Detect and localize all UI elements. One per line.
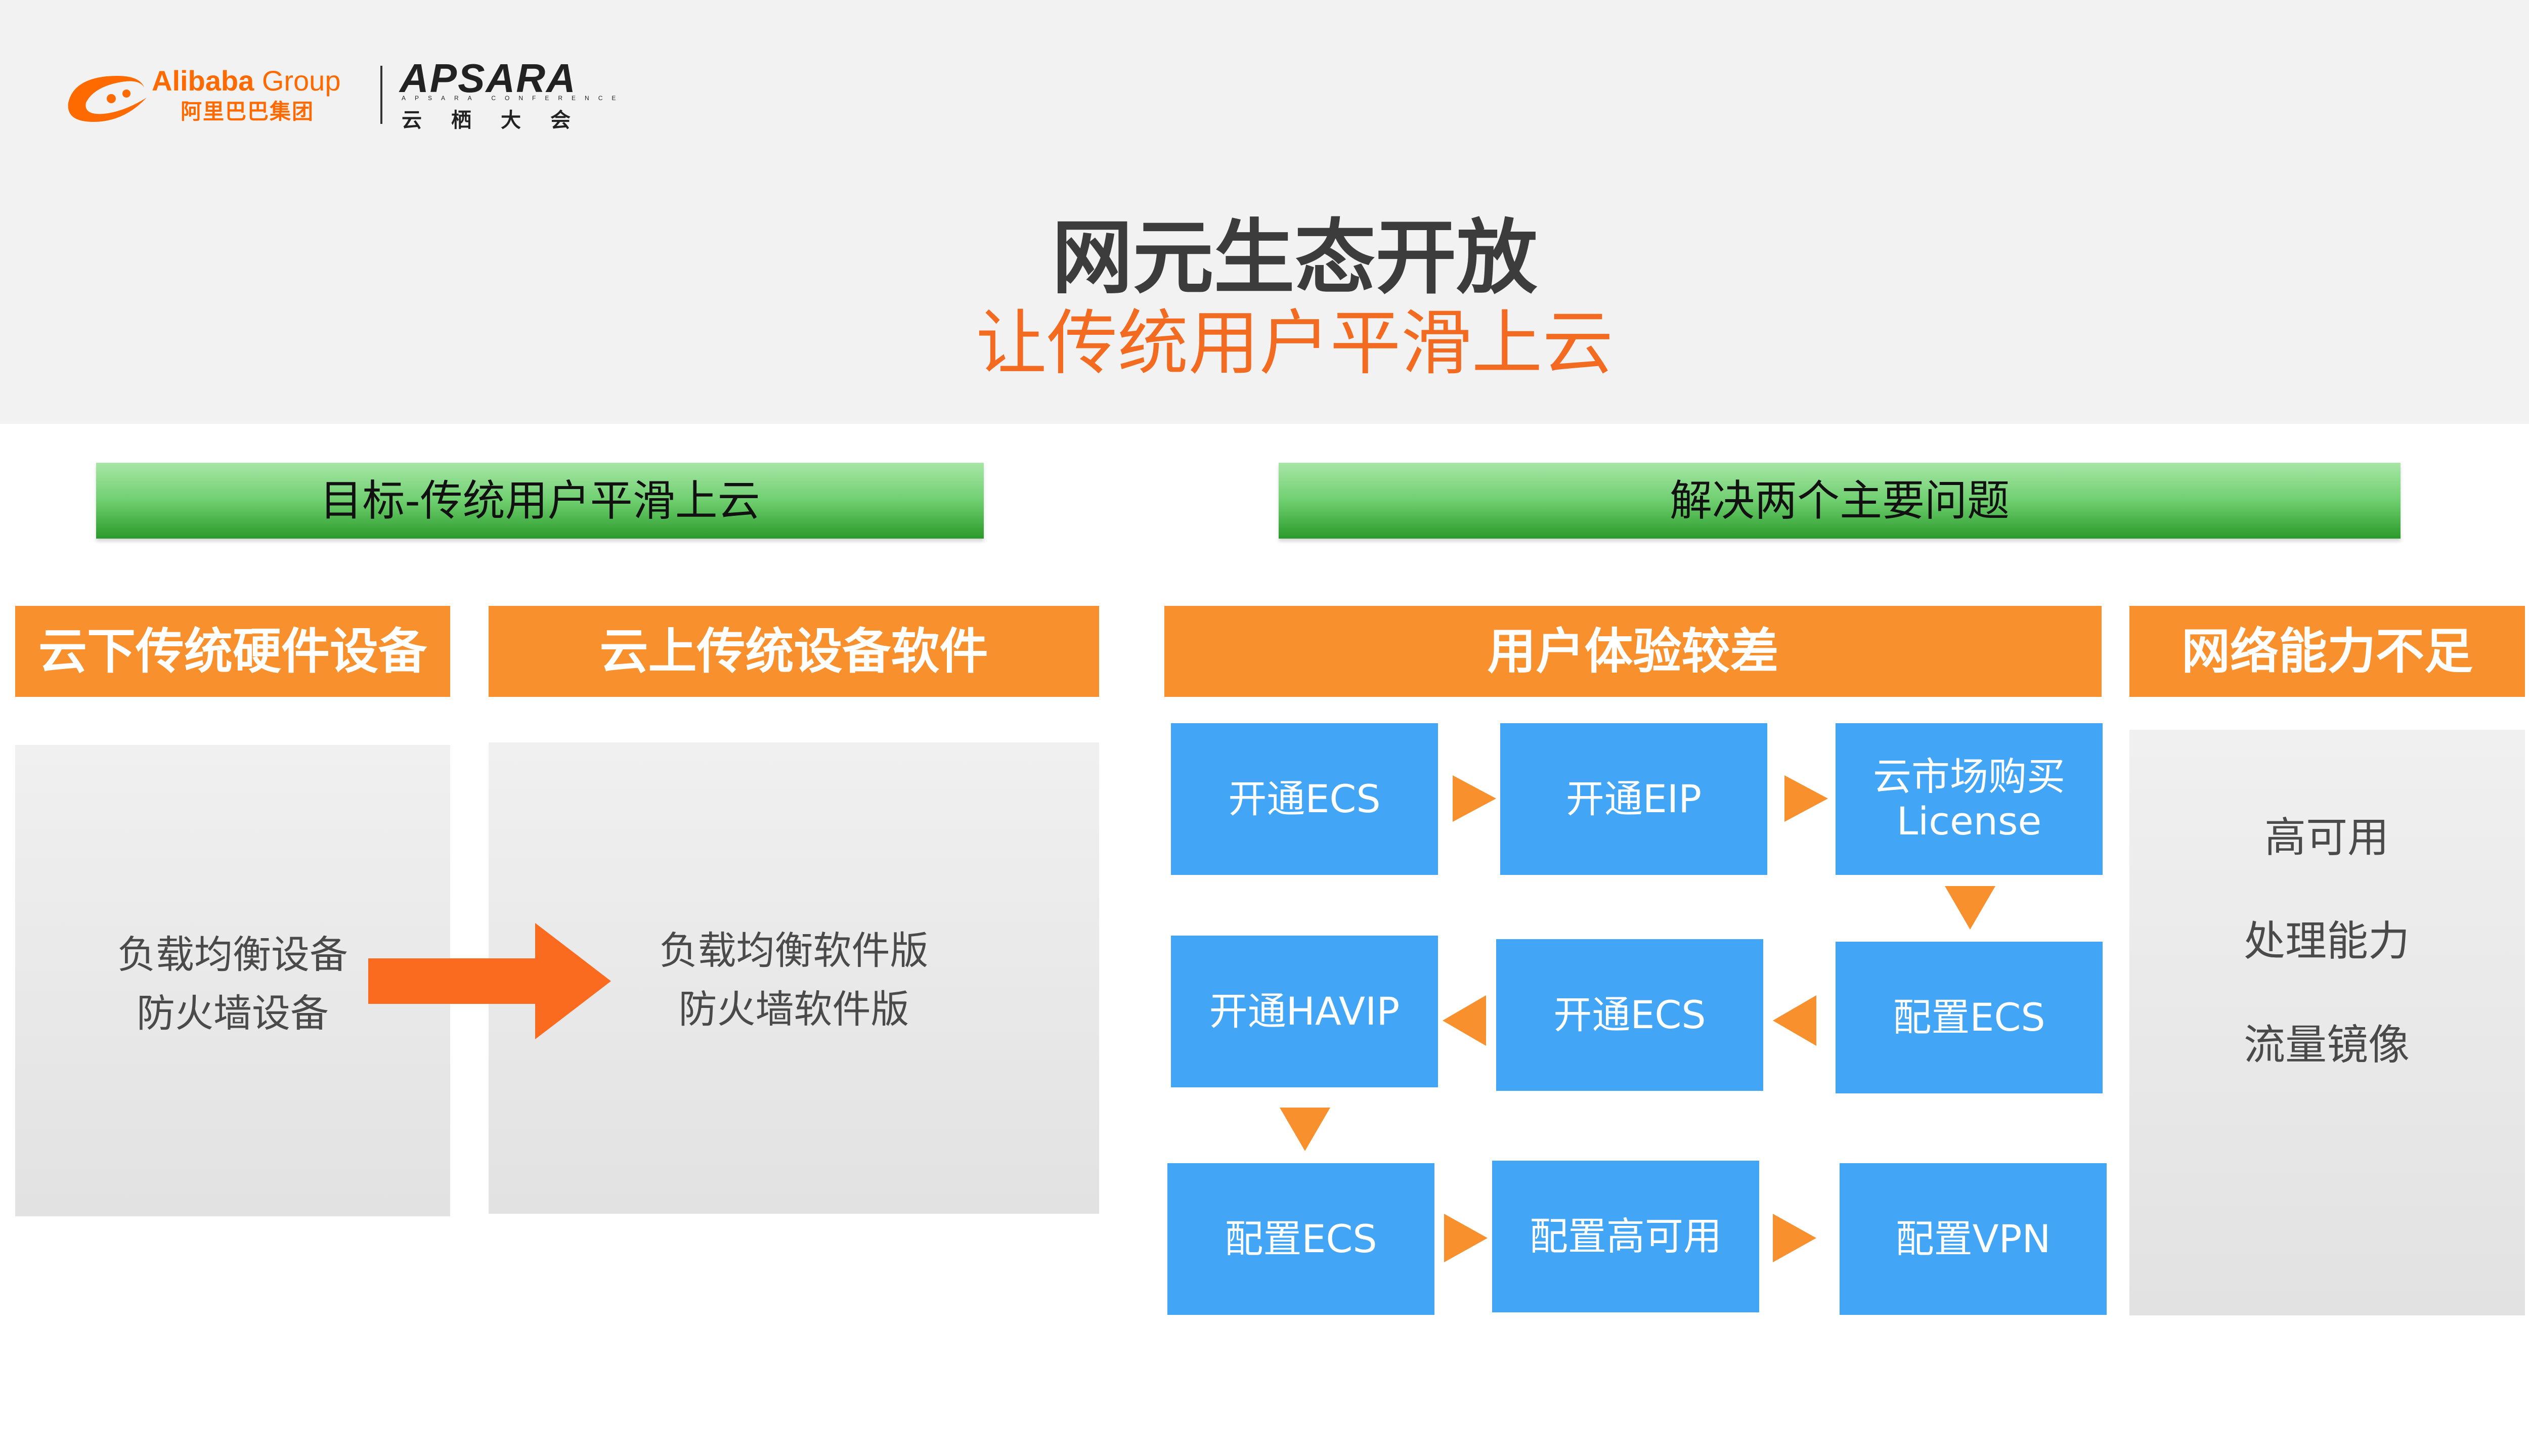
network-item-ha: 高可用 — [2264, 814, 2389, 862]
step-config-ecs-2: 配置ECS — [1167, 1163, 1434, 1315]
oncloud-software-header: 云上传统设备软件 — [489, 606, 1099, 697]
network-capability-box — [2129, 730, 2525, 1315]
arrow-left-icon — [1443, 995, 1486, 1046]
step-config-ha: 配置高可用 — [1492, 1161, 1759, 1312]
network-item-processing: 处理能力 — [2243, 917, 2410, 965]
arrow-down-icon — [1945, 886, 1995, 930]
arrow-right-icon — [1453, 775, 1496, 822]
step-buy-license-line-1: 云市场购买 — [1873, 754, 2065, 799]
apsara-cn-text: 云栖大会 — [402, 109, 600, 132]
offcloud-hardware-header: 云下传统硬件设备 — [15, 606, 450, 697]
user-experience-header: 用户体验较差 — [1164, 606, 2102, 697]
arrow-right-icon — [1784, 775, 1828, 822]
step-config-vpn: 配置VPN — [1840, 1163, 2107, 1315]
alibaba-group-logo: Alibaba Group 阿里巴巴集团 — [63, 63, 367, 129]
step-buy-license: 云市场购买 License — [1836, 723, 2103, 875]
page-subtitle: 让传统用户平滑上云 — [976, 302, 1614, 385]
hardware-line-2: 防火墙设备 — [137, 991, 329, 1036]
hardware-line-1: 负载均衡设备 — [117, 932, 348, 977]
step-config-ha-label: 配置高可用 — [1530, 1214, 1722, 1259]
step-buy-license-line-2: License — [1896, 799, 2042, 844]
apsara-logo: APSARA APSARA CONFERENCE 云栖大会 — [400, 56, 616, 134]
arrow-down-icon — [1280, 1108, 1330, 1151]
step-config-ecs-2-label: 配置ECS — [1225, 1216, 1377, 1261]
step-open-ecs-2-label: 开通ECS — [1553, 992, 1706, 1037]
software-line-1: 负载均衡软件版 — [659, 928, 929, 973]
software-line-2: 防火墙软件版 — [678, 987, 909, 1032]
step-open-ecs-label: 开通ECS — [1228, 776, 1381, 821]
step-config-ecs-label: 配置ECS — [1893, 995, 2045, 1040]
apsara-wordmark: APSARA — [400, 56, 577, 101]
goal-banner: 目标-传统用户平滑上云 — [96, 463, 984, 539]
step-open-havip-label: 开通HAVIP — [1209, 989, 1400, 1034]
step-open-eip: 开通EIP — [1500, 723, 1767, 875]
network-capability-header: 网络能力不足 — [2129, 606, 2525, 697]
step-config-ecs: 配置ECS — [1836, 942, 2103, 1093]
alibaba-logo-icon — [68, 75, 147, 122]
problems-banner: 解决两个主要问题 — [1279, 463, 2401, 539]
logo-divider — [380, 66, 382, 124]
step-open-havip: 开通HAVIP — [1171, 936, 1438, 1087]
step-config-vpn-label: 配置VPN — [1895, 1216, 2051, 1261]
arrow-right-icon — [1444, 1214, 1488, 1262]
apsara-conference-text: APSARA CONFERENCE — [402, 95, 625, 102]
header-band — [0, 0, 2529, 424]
arrow-left-icon — [1773, 995, 1816, 1046]
migrate-arrow-icon — [368, 923, 611, 1039]
alibaba-en-wordmark: Alibaba Group — [152, 65, 341, 97]
step-open-eip-label: 开通EIP — [1565, 776, 1702, 821]
network-item-mirroring: 流量镜像 — [2243, 1021, 2410, 1069]
arrow-right-icon — [1773, 1214, 1816, 1262]
step-open-ecs: 开通ECS — [1171, 723, 1438, 875]
page-title: 网元生态开放 — [1052, 210, 1538, 305]
alibaba-cn-wordmark: 阿里巴巴集团 — [181, 99, 315, 124]
step-open-ecs-2: 开通ECS — [1496, 939, 1763, 1091]
